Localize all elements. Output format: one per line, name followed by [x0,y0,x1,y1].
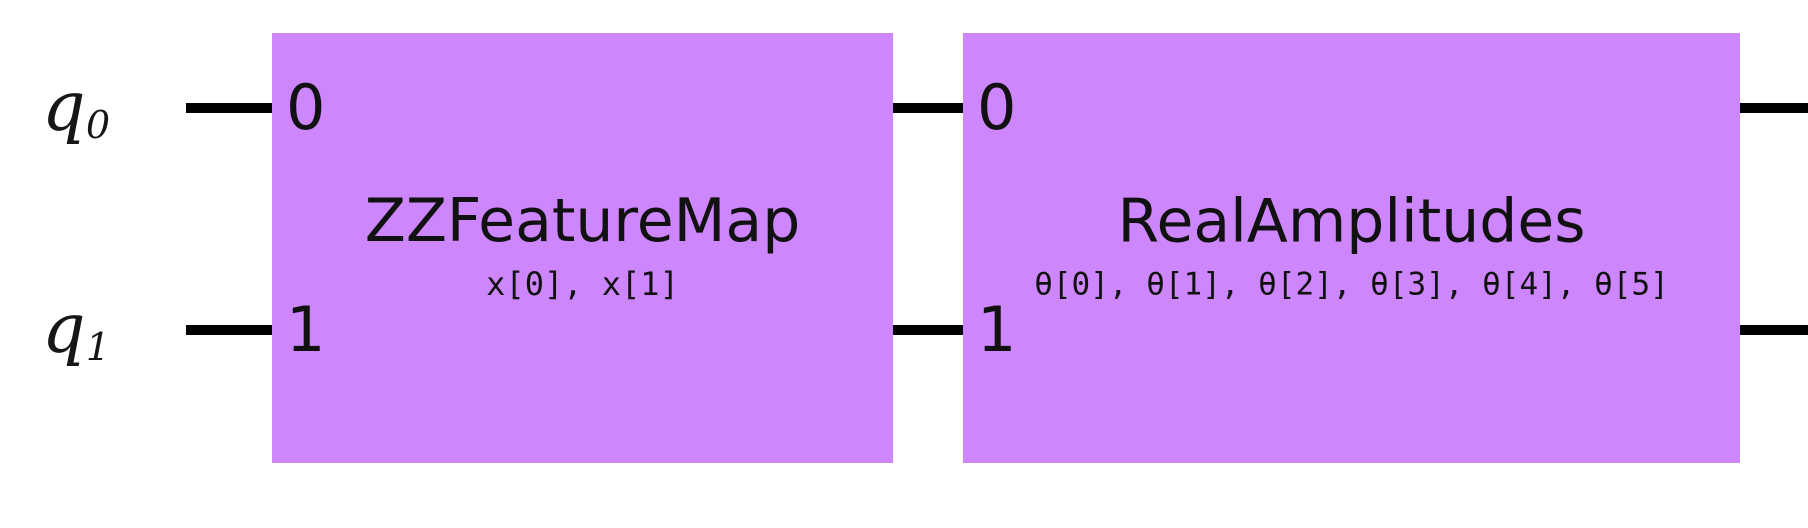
gate-zzfeaturemap-port-1: 1 [286,293,326,366]
gate-realamplitudes-title: RealAmplitudes [1117,186,1586,257]
qubit-label-q0-base: q [42,68,86,147]
qubit-label-q1-base: q [42,290,86,369]
gate-zzfeaturemap-title: ZZFeatureMap [364,185,801,256]
wire-q0-between-blocks [892,103,964,113]
wire-q0-input [186,103,274,113]
qubit-label-q1: q1 [42,296,110,366]
qubit-label-q1-subscript: 1 [85,324,111,369]
wire-q1-output [1739,325,1808,335]
gate-realamplitudes-params: θ[0], θ[1], θ[2], θ[3], θ[4], θ[5] [1034,266,1669,303]
wire-q0-output [1739,103,1808,113]
gate-realamplitudes-text: RealAmplitudes θ[0], θ[1], θ[2], θ[3], θ… [963,190,1740,301]
qubit-label-q0-subscript: 0 [85,102,111,147]
qubit-label-q0: q0 [42,74,110,144]
gate-zzfeaturemap-text: ZZFeatureMap x[0], x[1] [272,185,893,304]
wire-q1-input [186,325,274,335]
gate-realamplitudes-port-1: 1 [977,293,1017,366]
gate-block-zzfeaturemap[interactable]: 0 1 ZZFeatureMap x[0], x[1] [272,33,893,463]
gate-realamplitudes-port-0: 0 [977,71,1017,144]
wire-q1-between-blocks [892,325,964,335]
gate-zzfeaturemap-port-0: 0 [286,71,326,144]
gate-block-realamplitudes[interactable]: 0 1 RealAmplitudes θ[0], θ[1], θ[2], θ[3… [963,33,1740,463]
gate-zzfeaturemap-params: x[0], x[1] [486,265,679,304]
